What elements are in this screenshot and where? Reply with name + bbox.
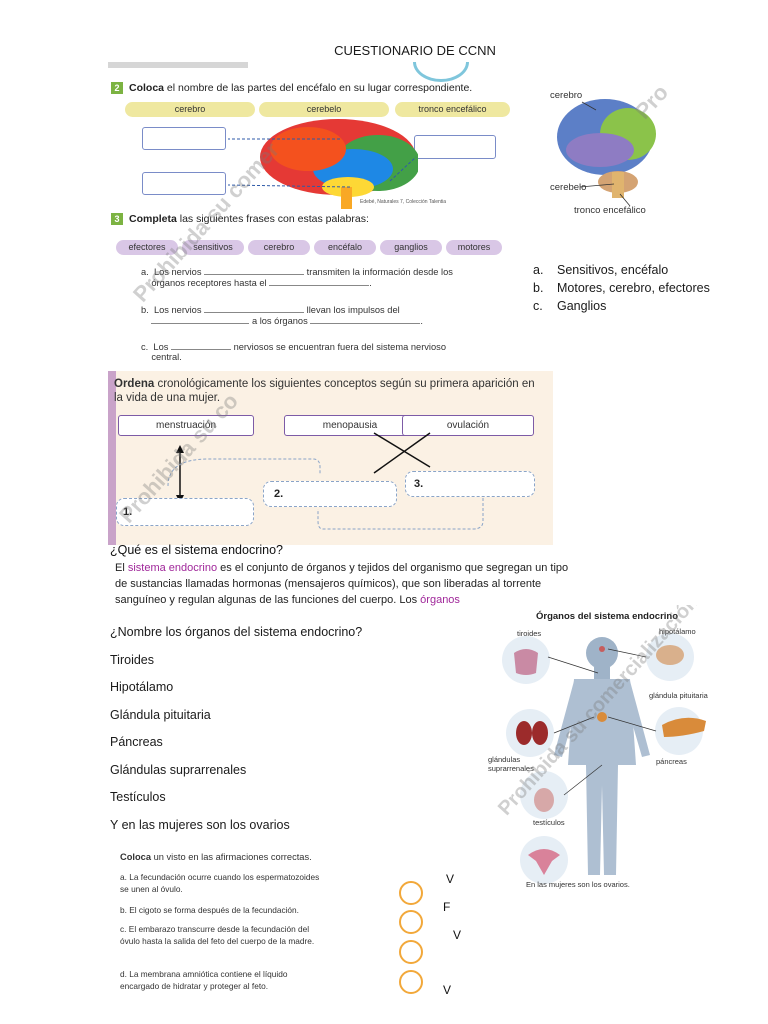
label-cerebelo: cerebelo: [550, 182, 587, 193]
brain-illustration: [228, 119, 418, 209]
organ-item: Páncreas: [110, 735, 163, 749]
sentence-c: c. Los nerviosos se encuentran fuera del…: [141, 342, 446, 362]
tf-statement-d: d. La membrana amniótica contiene el líq…: [120, 969, 288, 991]
brain-labeled-illustration: [557, 99, 656, 207]
organ-item: Testículos: [110, 790, 166, 804]
definition-paragraph: El sistema endocrino es el conjunto de ó…: [115, 562, 569, 606]
ordena-arrows: [167, 432, 484, 530]
label-hipotalamo: hipotálamo: [659, 627, 696, 636]
organ-list: ¿Nombre los órganos del sistema endocrin…: [110, 625, 362, 845]
figure-caption-ovarios: En las mujeres son los ovarios.: [526, 880, 630, 889]
ordena-heading: Ordena cronológicamente los siguientes c…: [114, 378, 535, 404]
question-sistema-endocrino: ¿Qué es el sistema endocrino?: [110, 543, 284, 557]
slot-2[interactable]: 2.: [263, 481, 397, 507]
answer-circle-d[interactable]: [399, 970, 423, 994]
word-motores: motores: [446, 240, 502, 255]
organ-item: Glándula pituitaria: [110, 707, 211, 722]
answer-c: c.Ganglios: [533, 299, 607, 313]
word-efectores: efectores: [116, 240, 178, 255]
label-testiculos: testículos: [533, 818, 565, 827]
pill-cerebelo: cerebelo: [259, 102, 389, 117]
tf-statement-b: b. El cigoto se forma después de la fecu…: [120, 905, 299, 915]
answer-box-2[interactable]: [142, 172, 226, 195]
answer-circle-b[interactable]: [399, 910, 423, 934]
document-title: CUESTIONARIO DE CCNN: [334, 43, 496, 58]
answer-a: a.Sensitivos, encéfalo: [533, 263, 669, 277]
slot-1[interactable]: 1.: [116, 498, 254, 526]
label-pancreas: páncreas: [656, 757, 687, 766]
organ-item: Glándulas suprarrenales: [110, 762, 247, 777]
tf-answer-d: V: [443, 983, 452, 997]
tf-answer-c: V: [453, 928, 462, 942]
answer-b: b.Motores, cerebro, efectores: [533, 281, 710, 295]
word-encefalo: encéfalo: [314, 240, 376, 255]
endocrine-system-figure: Órganos del sistema endocrino tiroides h…: [484, 605, 711, 892]
tf-statement-c: c. El embarazo transcurre desde la fecun…: [120, 924, 315, 946]
word-sensitivos: sensitivos: [182, 240, 244, 255]
word-cerebro: cerebro: [248, 240, 310, 255]
word-ganglios: ganglios: [380, 240, 442, 255]
tf-answer-a: V: [446, 872, 455, 886]
slot-3[interactable]: 3.: [405, 471, 535, 497]
brain-labeled-figure: cerebro cerebelo tronco encefálico Pro: [520, 72, 680, 227]
true-false-exercise-image: Coloca un visto en las afirmaciones corr…: [108, 847, 352, 999]
answer-box-3[interactable]: [414, 135, 496, 159]
concept-menstruacion: menstruación: [118, 415, 254, 436]
tf-heading: Coloca un visto en las afirmaciones corr…: [120, 852, 312, 862]
pill-tronco: tronco encefálico: [395, 102, 510, 117]
organ-item: Y en las mujeres son los ovarios: [110, 817, 290, 832]
label-cerebro: cerebro: [550, 90, 583, 101]
tf-statement-a: a. La fecundación ocurre cuando los espe…: [120, 872, 320, 894]
label-tronco: tronco encefálico: [574, 205, 646, 216]
ordena-exercise-image: Ordena cronológicamente los siguientes c…: [108, 371, 553, 545]
figure-caption: Edebé, Naturales 7, Colección Talentia: [360, 199, 447, 205]
answer-box-1[interactable]: [142, 127, 226, 150]
organ-item: Hipotálamo: [110, 680, 174, 694]
human-body-illustration: [502, 633, 706, 884]
label-pituitaria: glándula pituitaria: [649, 691, 708, 700]
answer-circle-a[interactable]: [399, 881, 423, 905]
tf-answer-b: F: [443, 900, 451, 914]
answers-list: a.Sensitivos, encéfalo b.Motores, cerebr…: [533, 261, 710, 315]
pill-cerebro: cerebro: [125, 102, 255, 117]
organ-item: Tiroides: [110, 652, 154, 667]
concept-ovulacion: ovulación: [402, 415, 534, 436]
sentence-a: a. Los nervios transmiten la información…: [141, 267, 453, 288]
answer-circle-c[interactable]: [399, 940, 423, 964]
figure-title: Órganos del sistema endocrino: [536, 611, 679, 622]
sentence-b: b. Los nervios llevan los impulsos del a…: [141, 305, 423, 326]
label-suprarrenales: glándulas suprarrenales: [488, 755, 534, 773]
question-organos: ¿Nombre los órganos del sistema endocrin…: [110, 625, 363, 639]
label-tiroides: tiroides: [517, 629, 542, 638]
